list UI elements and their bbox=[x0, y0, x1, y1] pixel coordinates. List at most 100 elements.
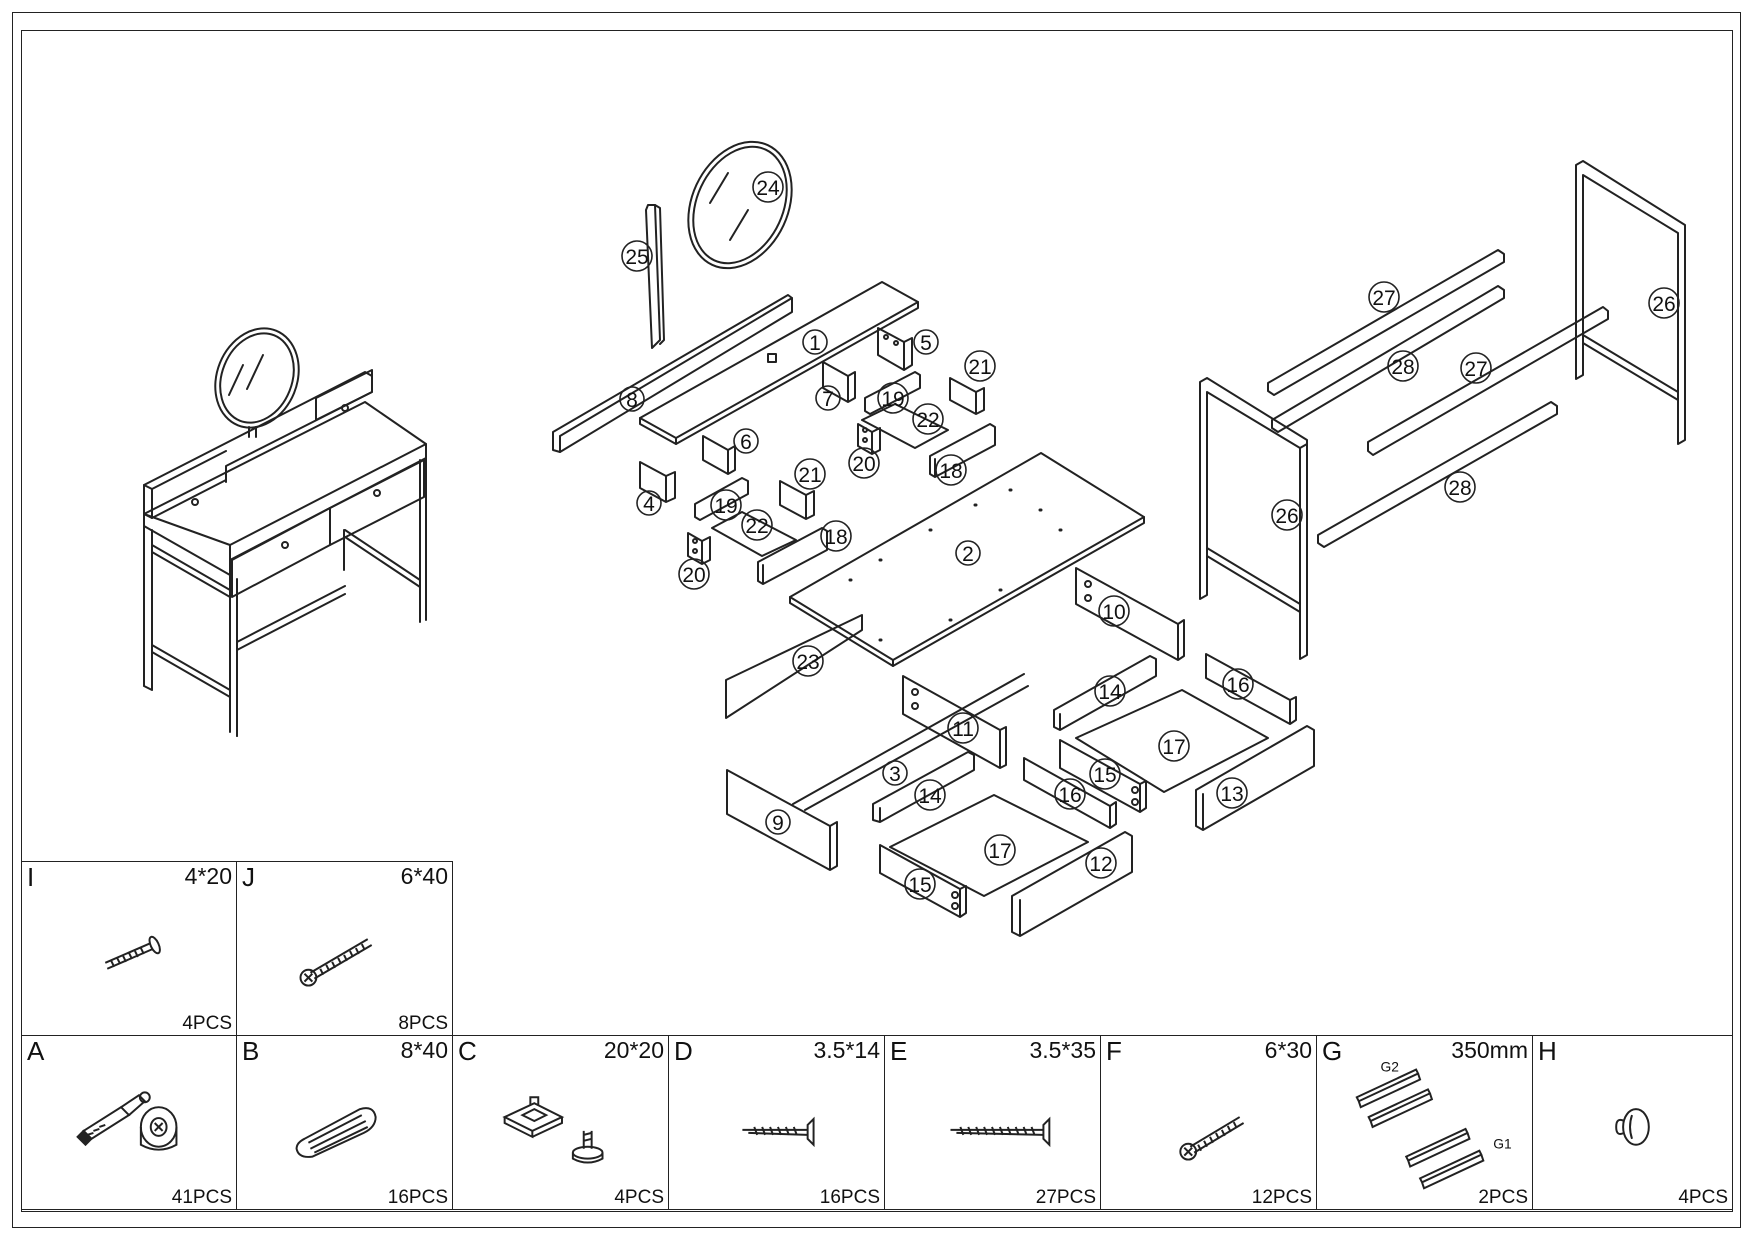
callout-17a bbox=[1158, 730, 1190, 762]
hardware-letter: F bbox=[1106, 1036, 1122, 1066]
svg-text:22: 22 bbox=[916, 409, 939, 432]
callout-18b bbox=[820, 520, 852, 552]
svg-text:28: 28 bbox=[1391, 356, 1414, 379]
short-wood-screw-icon bbox=[742, 1116, 815, 1148]
svg-text:25: 25 bbox=[625, 246, 648, 269]
slide-label-g1: G1 bbox=[1493, 1136, 1512, 1152]
machine-bolt-icon bbox=[1179, 1116, 1245, 1161]
svg-text:11: 11 bbox=[952, 718, 974, 741]
hardware-quantity: 8PCS bbox=[398, 1013, 448, 1034]
svg-text:5: 5 bbox=[920, 332, 932, 355]
svg-text:18: 18 bbox=[939, 460, 962, 483]
hardware-cell-i: I 4*20 4PCS bbox=[21, 861, 237, 1036]
hardware-quantity: 16PCS bbox=[819, 1187, 880, 1208]
hardware-size: 3.5*35 bbox=[1029, 1037, 1096, 1063]
svg-text:8: 8 bbox=[626, 389, 638, 412]
svg-text:15: 15 bbox=[908, 874, 931, 897]
hardware-letter: I bbox=[27, 862, 35, 892]
hardware-quantity: 4PCS bbox=[1678, 1187, 1728, 1208]
callout-21a bbox=[964, 350, 996, 382]
svg-text:9: 9 bbox=[772, 812, 784, 835]
hardware-quantity: 4PCS bbox=[614, 1187, 664, 1208]
svg-text:12: 12 bbox=[1089, 853, 1112, 876]
hardware-cell-h: H 4PCS bbox=[1532, 1035, 1733, 1210]
callout-14a bbox=[1094, 675, 1126, 707]
hardware-cell-f: F 6*30 12PCS bbox=[1100, 1035, 1317, 1210]
callout-26a bbox=[1648, 287, 1680, 319]
callout-28a bbox=[1387, 350, 1419, 382]
svg-text:17: 17 bbox=[988, 840, 1011, 863]
hardware-size: 3.5*14 bbox=[813, 1037, 880, 1063]
hardware-cell-g: G 350mm 2PCS G2 G1 bbox=[1316, 1035, 1533, 1210]
callout-26b bbox=[1271, 499, 1303, 531]
hardware-quantity: 41PCS bbox=[171, 1187, 232, 1208]
assembled-vanity-illustration bbox=[143, 327, 427, 737]
callout-3 bbox=[882, 760, 908, 786]
callout-14b bbox=[914, 779, 946, 811]
svg-text:16: 16 bbox=[1058, 784, 1081, 807]
hardware-letter: D bbox=[674, 1036, 693, 1066]
hardware-quantity: 4PCS bbox=[182, 1013, 232, 1034]
hardware-size: 20*20 bbox=[603, 1037, 664, 1063]
svg-text:26: 26 bbox=[1652, 293, 1675, 316]
svg-text:14: 14 bbox=[1098, 681, 1122, 704]
hutch-panels bbox=[552, 281, 919, 503]
callout-11 bbox=[947, 712, 979, 744]
callout-17b bbox=[984, 834, 1016, 866]
callout-28b bbox=[1444, 471, 1476, 503]
svg-text:7: 7 bbox=[822, 388, 834, 411]
svg-text:27: 27 bbox=[1464, 358, 1487, 381]
hardware-quantity: 12PCS bbox=[1251, 1187, 1312, 1208]
hardware-letter: G bbox=[1322, 1036, 1343, 1066]
svg-text:10: 10 bbox=[1102, 601, 1125, 624]
callout-10 bbox=[1098, 595, 1130, 627]
callout-16a bbox=[1222, 668, 1254, 700]
hardware-quantity: 16PCS bbox=[387, 1187, 448, 1208]
callout-19a bbox=[877, 382, 909, 414]
metal-frame-parts bbox=[1199, 160, 1686, 660]
svg-text:1: 1 bbox=[809, 332, 821, 355]
callout-9 bbox=[765, 809, 791, 835]
part-callout-numbers: 1 2 3 4 5 6 7 8 9 10 11 12 13 14 14 15 1… bbox=[625, 177, 1675, 897]
callout-19b bbox=[710, 489, 742, 521]
drawer-knob-icon bbox=[1615, 1108, 1650, 1146]
drawer-slide-icon: G2 G1 bbox=[1355, 1059, 1512, 1190]
svg-text:15: 15 bbox=[1093, 764, 1116, 787]
svg-text:21: 21 bbox=[798, 464, 821, 487]
hardware-cell-a: A 41PCS bbox=[21, 1035, 237, 1210]
mirror-and-post bbox=[645, 140, 793, 349]
hardware-size: 6*30 bbox=[1264, 1037, 1312, 1063]
callout-2 bbox=[955, 540, 981, 566]
callout-25 bbox=[621, 240, 653, 272]
svg-text:17: 17 bbox=[1162, 736, 1185, 759]
slide-label-g2: G2 bbox=[1381, 1059, 1399, 1075]
short-bolt-icon bbox=[104, 935, 161, 970]
callout-13 bbox=[1216, 777, 1248, 809]
svg-text:2: 2 bbox=[962, 543, 974, 566]
hardware-letter: B bbox=[242, 1036, 260, 1066]
hardware-letter: H bbox=[1538, 1036, 1557, 1066]
desk-top-panel bbox=[789, 452, 1145, 667]
hardware-letter: A bbox=[27, 1036, 45, 1066]
svg-text:28: 28 bbox=[1448, 477, 1471, 500]
callout-4 bbox=[636, 490, 662, 516]
callout-1 bbox=[802, 329, 828, 355]
leveling-foot-icon bbox=[502, 1096, 604, 1164]
svg-text:6: 6 bbox=[740, 431, 752, 454]
svg-text:27: 27 bbox=[1372, 287, 1395, 310]
hardware-size: 4*20 bbox=[184, 863, 232, 889]
callout-6 bbox=[733, 428, 759, 454]
hardware-cell-c: C 20*20 4PCS bbox=[452, 1035, 669, 1210]
hardware-cell-e: E 3.5*35 27PCS bbox=[884, 1035, 1101, 1210]
callout-20b bbox=[678, 558, 710, 590]
cam-lock-icon bbox=[76, 1091, 178, 1151]
callout-15a bbox=[1089, 758, 1121, 790]
hardware-quantity: 2PCS bbox=[1478, 1187, 1528, 1208]
small-drawer-left-parts bbox=[687, 477, 828, 585]
hardware-size: 8*40 bbox=[400, 1037, 448, 1063]
svg-text:3: 3 bbox=[889, 763, 901, 786]
svg-text:22: 22 bbox=[745, 515, 768, 538]
callout-27a bbox=[1368, 281, 1400, 313]
callout-5 bbox=[913, 329, 939, 355]
